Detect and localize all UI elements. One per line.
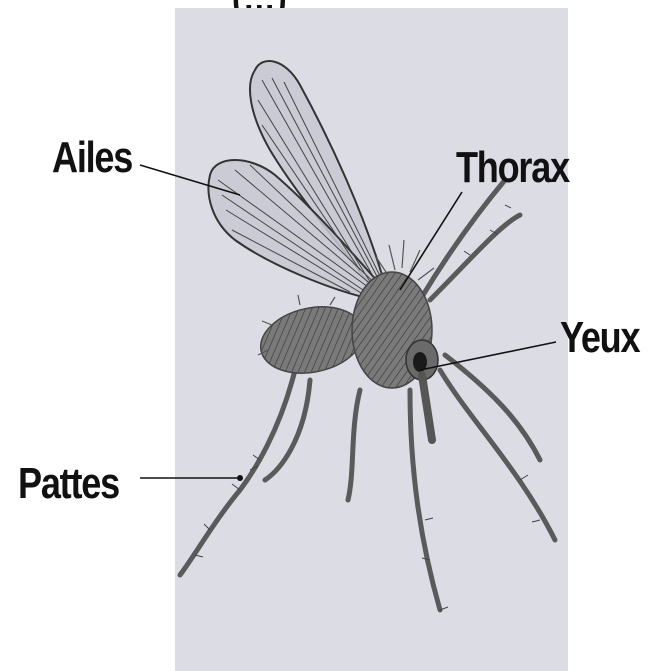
label-pattes: Pattes [18,462,119,506]
label-ailes: Ailes [52,136,132,180]
label-thorax: Thorax [456,146,569,190]
label-yeux: Yeux [560,316,639,360]
